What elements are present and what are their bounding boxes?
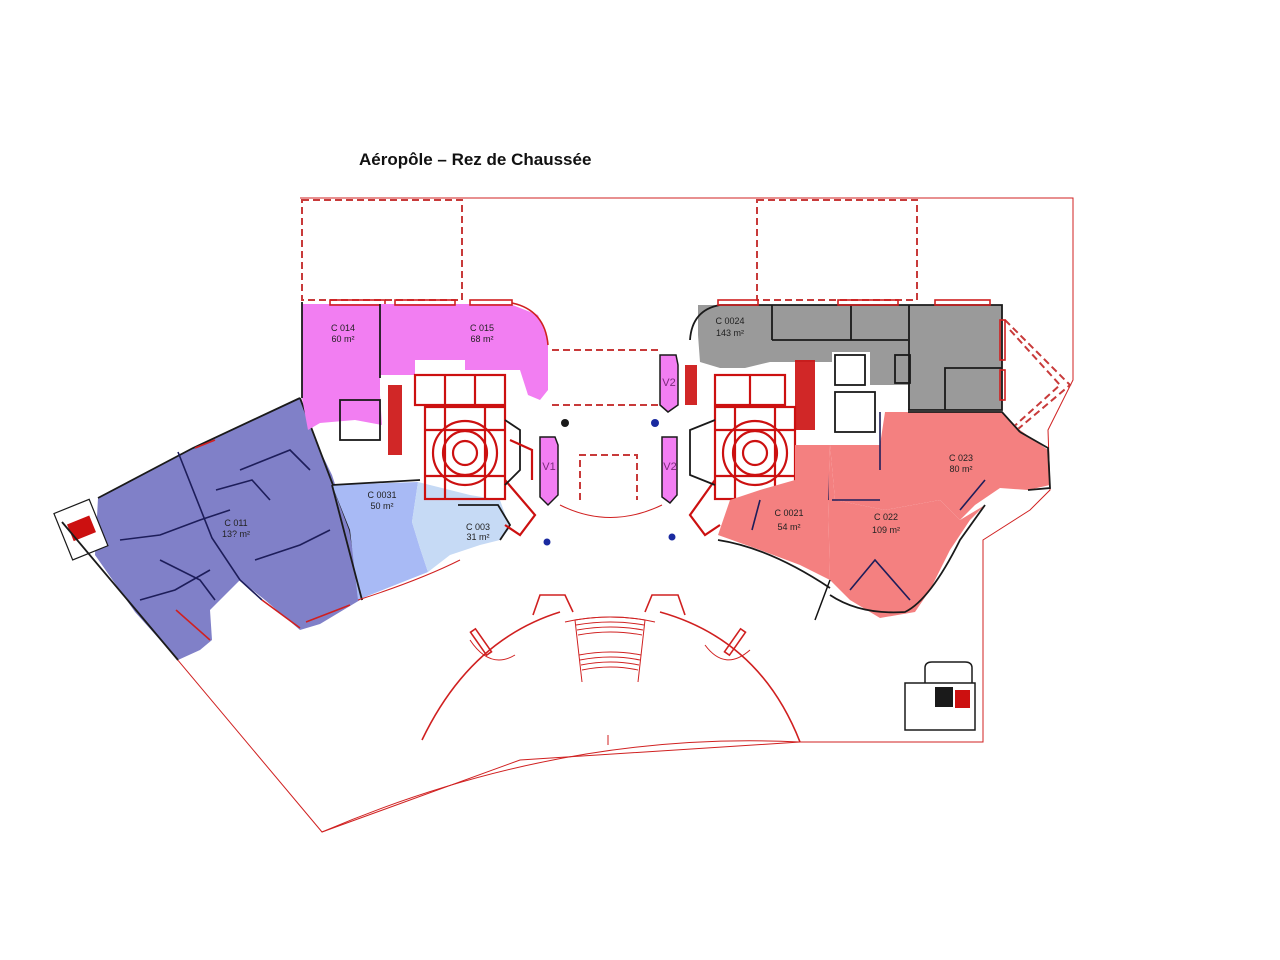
label-c0021-id: C 0021: [774, 508, 803, 518]
canopy-right: [756, 199, 918, 301]
label-c0031-area: 50 m²: [370, 501, 393, 511]
unit-c0031[interactable]: [331, 479, 428, 601]
core-west: [339, 373, 537, 537]
v1-label: V1: [542, 461, 555, 473]
stairs-forecourt: [574, 616, 646, 683]
label-c0021-area: 54 m²: [777, 522, 800, 532]
label-c023-area: 80 m²: [949, 464, 972, 474]
forecourt: [421, 594, 801, 745]
v2-lower-label: V2: [663, 461, 676, 473]
label-c014-id: C 014: [331, 323, 355, 333]
label-c015-area: 68 m²: [470, 334, 493, 344]
label-c022-id: C 022: [874, 512, 898, 522]
unit-c011[interactable]: [95, 397, 363, 660]
wall-east-core: [689, 419, 716, 486]
label-c0031-id: C 0031: [367, 490, 396, 500]
circulation-v1[interactable]: V1: [539, 436, 559, 507]
v2-upper-label: V2: [662, 377, 675, 389]
label-c014-area: 60 m²: [331, 334, 354, 344]
label-c003-area: 31 m²: [466, 532, 489, 542]
canopy-east: [1004, 319, 1072, 441]
core-east-services: [685, 354, 911, 433]
canopy-center: [552, 349, 662, 500]
canopy-left: [301, 199, 463, 301]
unit-c003[interactable]: [357, 482, 512, 601]
label-c022-area: 109 m²: [872, 525, 900, 535]
annex-building: [904, 661, 976, 731]
label-c011-area: 13? m²: [222, 529, 250, 539]
stair-west: [53, 498, 179, 661]
unit-c015[interactable]: [379, 299, 549, 400]
unit-c0024[interactable]: [689, 299, 1006, 411]
core-east: [688, 405, 797, 537]
unit-c014[interactable]: [301, 299, 386, 430]
label-c0024-area: 143 m²: [716, 328, 744, 338]
unit-labels: C 014 60 m² C 015 68 m² C 011 13? m² C 0…: [222, 316, 973, 542]
unit-c0021[interactable]: [717, 445, 831, 621]
circulation-v2-upper[interactable]: V2: [659, 354, 679, 413]
circulation-v2-lower[interactable]: V2: [661, 436, 678, 505]
label-c0024-id: C 0024: [715, 316, 744, 326]
site-boundary: [61, 197, 1074, 833]
label-c015-id: C 015: [470, 323, 494, 333]
plan-title: Aéropôle – Rez de Chaussée: [359, 150, 592, 169]
label-c011-id: C 011: [224, 518, 247, 528]
entrance-markers: [543, 419, 676, 546]
unit-c023[interactable]: [795, 411, 1051, 520]
label-c003-id: C 003: [466, 522, 490, 532]
wall-west-core: [504, 419, 534, 486]
label-c023-id: C 023: [949, 453, 973, 463]
